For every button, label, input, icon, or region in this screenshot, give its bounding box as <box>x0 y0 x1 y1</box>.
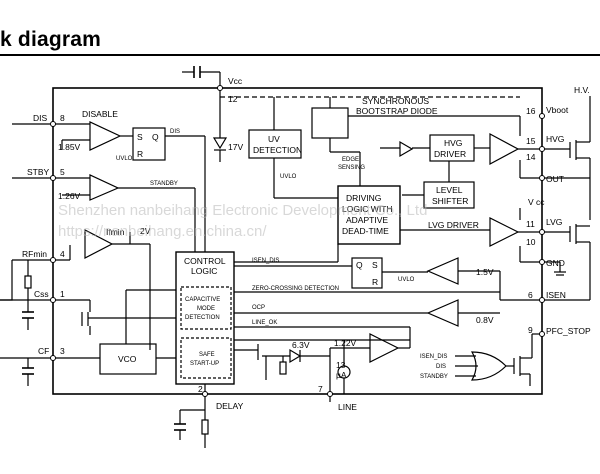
safe-startup-1: SAFE <box>199 352 215 358</box>
gate-input-isen-dis: ISEN_DIS <box>420 354 447 360</box>
pin-vboot-label: Vboot <box>546 105 569 115</box>
pin-12-number: 12 <box>228 94 238 104</box>
sr-q: Q <box>152 132 159 142</box>
pin-9-number: 9 <box>528 325 533 335</box>
hvg-driver-1: HVG <box>444 138 462 148</box>
pin-3-number: 3 <box>60 346 65 356</box>
sr-r: R <box>137 149 143 159</box>
capacitive-1: CAPACITIVE <box>185 297 220 303</box>
ref-1-5v: 1.5V <box>476 267 494 277</box>
edge-sensing-1: EDGE <box>342 157 359 163</box>
ff2-q: Q <box>356 260 363 270</box>
sr-s: S <box>137 132 143 142</box>
pin-6-number: 6 <box>528 290 533 300</box>
pin-1-number: 1 <box>60 289 65 299</box>
ref-1-85v: 1.85V <box>58 142 81 152</box>
level-shifter-2: SHIFTER <box>432 196 468 206</box>
pin-stby-label: STBY <box>27 167 50 177</box>
pin-4-number: 4 <box>60 249 65 259</box>
pin-hvg-label: HVG <box>546 134 564 144</box>
pin-14-number: 14 <box>526 152 536 162</box>
pin-8-number: 8 <box>60 113 65 123</box>
pin-dis-label: DIS <box>33 113 48 123</box>
gate-input-dis: DIS <box>436 364 446 370</box>
current-source-unit: µA <box>336 370 347 380</box>
uvlo-label-3: UVLO <box>398 277 415 283</box>
safe-startup-2: START-UP <box>190 361 219 367</box>
driving-logic-2: LOGIC WITH <box>342 204 393 214</box>
capacitive-3: DETECTION <box>185 315 220 321</box>
dis-signal-label: DIS <box>170 129 180 135</box>
pin-vcc-label: Vcc <box>228 76 243 86</box>
hvg-driver-2: DRIVER <box>434 149 466 159</box>
pin-11-number: 11 <box>526 219 535 229</box>
level-shifter-1: LEVEL <box>436 185 463 195</box>
watermark-line-2: https://nanbeihang.en.china.cn/ <box>58 223 267 240</box>
control-logic-2: LOGIC <box>191 266 217 276</box>
ocp-label: OCP <box>252 305 265 311</box>
ifmin-label: Ifmin <box>106 227 125 237</box>
pin-cf-label: CF <box>38 346 49 356</box>
ref-1-22v: 1.22V <box>334 338 357 348</box>
edge-sensing-2: SENSING <box>338 165 365 171</box>
ff2-s: S <box>372 260 378 270</box>
zero-crossing-label: ZERO-CROSSING DETECTION <box>252 286 339 292</box>
pin-16-number: 16 <box>526 106 536 116</box>
zener-17v: 17V <box>228 142 243 152</box>
pin-10-number: 10 <box>526 237 536 247</box>
pin-15-number: 15 <box>526 136 536 146</box>
ref-1-26v: 1.26V <box>58 191 81 201</box>
uvlo-label-1: UVLO <box>116 156 133 162</box>
hv-label: H.V. <box>574 85 590 95</box>
capacitive-2: MODE <box>197 306 215 312</box>
control-logic-1: CONTROL <box>184 256 226 266</box>
page-heading: k diagram <box>0 28 102 51</box>
pin-out-label: OUT <box>546 174 564 184</box>
ff2-r: R <box>372 277 378 287</box>
pin-pfc-stop-label: PFC_STOP <box>546 326 591 336</box>
vcc-low-label: V cc <box>528 197 545 207</box>
ref-0-8v: 0.8V <box>476 315 494 325</box>
driving-logic-4: DEAD-TIME <box>342 226 389 236</box>
pin-7-number: 7 <box>318 384 323 394</box>
disable-label: DISABLE <box>82 109 118 119</box>
sync-bootstrap-2: BOOTSTRAP DIODE <box>356 106 438 116</box>
pin-delay-label: DELAY <box>216 401 244 411</box>
vco-label: VCO <box>118 354 137 364</box>
pin-lvg-label: LVG <box>546 217 562 227</box>
pin-css-label: Css <box>34 289 49 299</box>
driving-logic-1: DRIVING <box>346 193 381 203</box>
line-ok-label: LINE_OK <box>252 320 277 326</box>
pin-rfmin-label: RFmin <box>22 249 47 259</box>
ic-outline <box>52 87 543 395</box>
pin-5-number: 5 <box>60 167 65 177</box>
ref-2v: 2V <box>140 226 151 236</box>
uv-detection-1: UV <box>268 134 280 144</box>
current-source-value: 13 <box>336 360 346 370</box>
pin-2-number: 2 <box>198 384 203 394</box>
pin-isen-label: ISEN <box>546 290 566 300</box>
standby-signal-label: STANDBY <box>150 181 178 187</box>
heading-rule <box>0 54 600 56</box>
pin-line-label: LINE <box>338 402 357 412</box>
watermark-line-1: Shenzhen nanbeihang Electronic Developme… <box>58 202 427 219</box>
driving-logic-3: ADAPTIVE <box>346 215 388 225</box>
isen-dis-signal: ISEN_DIS <box>252 258 279 264</box>
lvg-driver-label: LVG DRIVER <box>428 220 479 230</box>
sync-bootstrap-1: SYNCHRONOUS <box>362 96 429 106</box>
uv-detection-2: DETECTION <box>253 145 302 155</box>
uvlo-label-2: UVLO <box>280 174 297 180</box>
gate-input-standby: STANDBY <box>420 374 448 380</box>
zener-6-3v: 6.3V <box>292 340 310 350</box>
pin-gnd-label: GND <box>546 258 565 268</box>
